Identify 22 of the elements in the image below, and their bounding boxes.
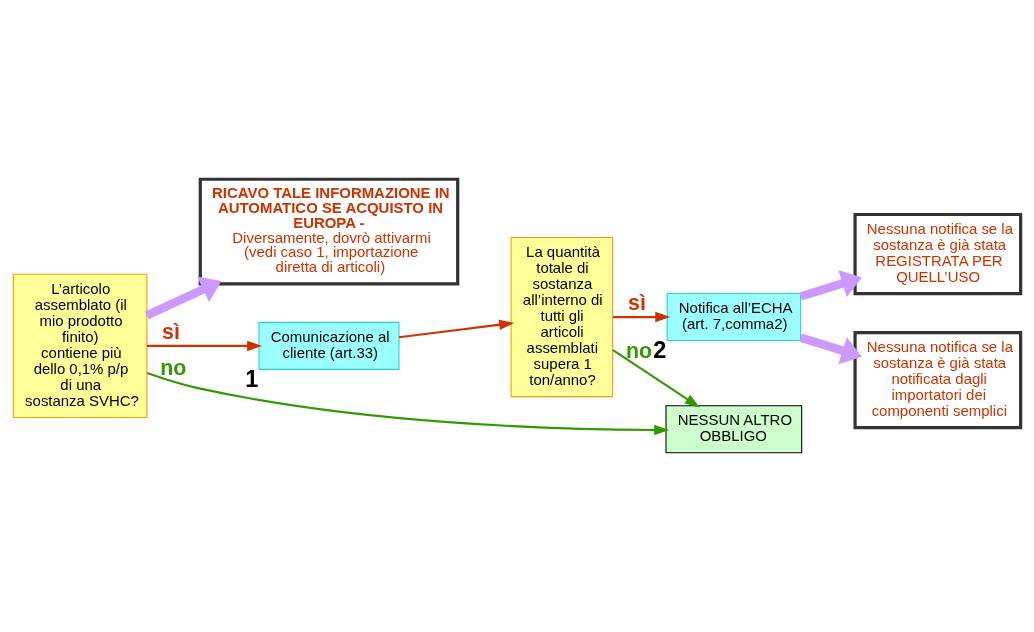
arrow: [147, 340, 263, 352]
node-box: Nessuna notifica se la sostanza è già stata notificata dagli importatori dei componenti semplici: [853, 330, 1023, 430]
node-box: L’articolo assemblato (il mio prodotto finito) contiene più dello 0,1% p/p di una sostanza SVHC?: [12, 273, 148, 418]
node-box: Comunicazione al cliente (art.33): [258, 321, 400, 370]
node-box: La quantità totale di sostanza all’interno di tutti gli articoli assemblati supera 1 ton/anno?: [510, 236, 614, 398]
node-box: RICAVO TALE INFORMAZIONE IN AUTOMATICO SE ACQUISTO IN EUROPA - Diversamente, dovrò attivarmi (vedi caso 1, importazione diretta di articoli): [198, 177, 460, 286]
edge-label: sì: [162, 319, 180, 344]
arrow: [145, 276, 222, 320]
edge-label: no: [626, 339, 653, 364]
node-box: Notifica all’ECHA (art. 7,comma2): [666, 293, 802, 342]
node-box: Nessuna notifica se la sostanza è già stata REGISTRATA PER QUELL’USO: [853, 212, 1023, 296]
arrow: [613, 311, 671, 323]
edge-label: no: [160, 355, 187, 380]
arrow: [799, 269, 862, 301]
node-label: 1: [245, 366, 259, 393]
edge-label: sì: [628, 291, 646, 316]
arrow: [398, 319, 515, 339]
arrow: [146, 371, 670, 436]
node-box: NESSUN ALTRO OBBLIGO: [665, 405, 803, 454]
arrow: [612, 349, 700, 408]
node-label: 2: [653, 337, 667, 364]
arrow: [799, 333, 862, 365]
